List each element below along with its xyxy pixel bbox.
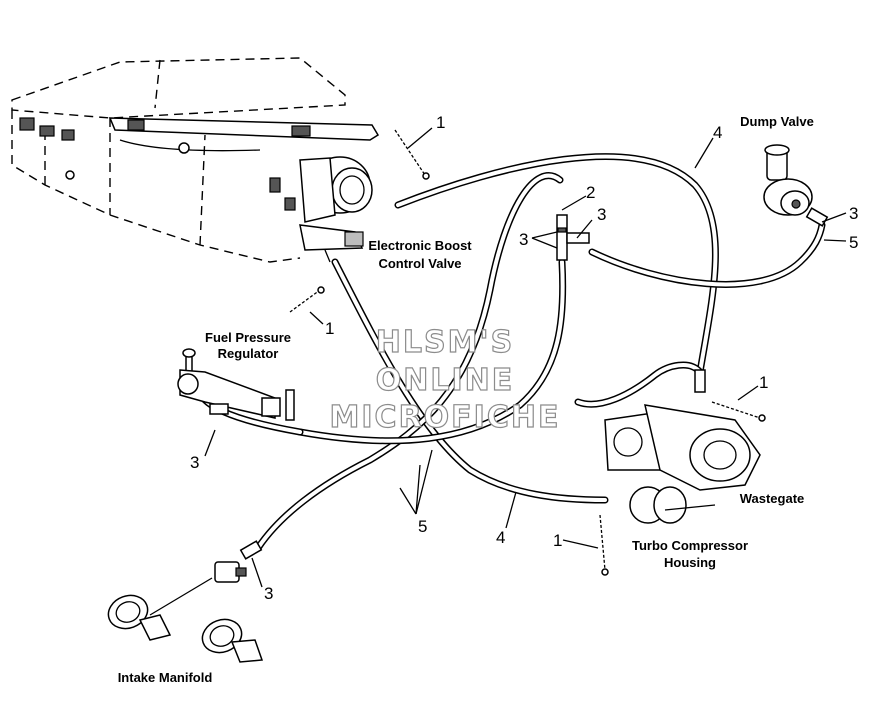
watermark: HLSM'S ONLINE MICROFICHE	[329, 324, 561, 435]
leader-lines	[204, 127, 847, 588]
turbo-assembly	[574, 361, 761, 524]
label-intake-manifold: Intake Manifold	[118, 670, 213, 685]
callout-numbers: 1 1 1 1 2 3 3 3 3 3 4 4 5 5	[190, 113, 858, 603]
callout-4-bottom: 4	[496, 528, 505, 547]
label-electronic-boost-2: Control Valve	[378, 256, 461, 271]
watermark-line-2: ONLINE	[376, 363, 515, 398]
clamp-mid	[289, 286, 325, 313]
callout-1-right: 1	[759, 373, 768, 392]
callout-2: 2	[586, 183, 595, 202]
label-wastegate: Wastegate	[740, 491, 805, 506]
hose-network	[201, 153, 826, 552]
component-labels: Dump Valve Electronic Boost Control Valv…	[118, 114, 814, 685]
label-electronic-boost-1: Electronic Boost	[368, 238, 472, 253]
label-turbo-2: Housing	[664, 555, 716, 570]
callout-3-dump: 3	[849, 204, 858, 223]
callout-1-mid: 1	[325, 319, 334, 338]
tee-fitting	[556, 214, 590, 261]
label-fuel-pressure-2: Regulator	[218, 346, 279, 361]
callout-3-fuel: 3	[190, 453, 199, 472]
electronic-boost-control-valve	[269, 156, 373, 263]
callout-3-tee-left: 3	[519, 230, 528, 249]
watermark-line-1: HLSM'S	[376, 325, 514, 360]
clamp-top	[394, 129, 430, 180]
clamp-right	[711, 401, 766, 422]
callout-5-bottom: 5	[418, 517, 427, 536]
map-sensor	[214, 540, 263, 583]
callout-1-bottom: 1	[553, 531, 562, 550]
callout-3-tee-right: 3	[597, 205, 606, 224]
intake-manifold	[107, 577, 264, 663]
callout-5-right: 5	[849, 233, 858, 252]
callout-4-top: 4	[713, 123, 722, 142]
fuel-pressure-regulator	[177, 348, 295, 421]
label-fuel-pressure-1: Fuel Pressure	[205, 330, 291, 345]
callout-3-intake: 3	[264, 584, 273, 603]
label-dump-valve: Dump Valve	[740, 114, 814, 129]
label-turbo-1: Turbo Compressor	[632, 538, 748, 553]
watermark-line-3: MICROFICHE	[330, 400, 561, 435]
callout-1-top: 1	[436, 113, 445, 132]
dump-valve	[763, 144, 829, 227]
airbox-assembly	[11, 57, 380, 263]
clamp-bottom	[599, 514, 609, 576]
